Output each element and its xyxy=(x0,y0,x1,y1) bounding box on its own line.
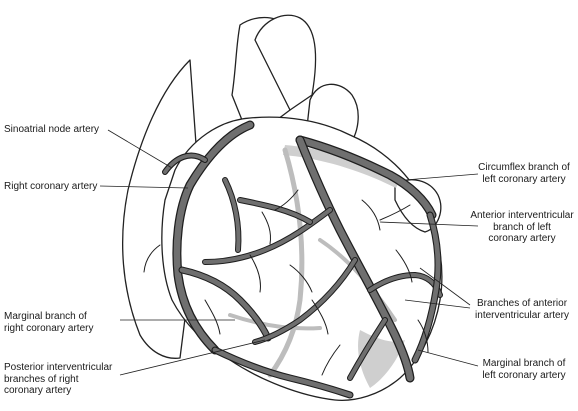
vein-anterior xyxy=(267,147,305,378)
leader-right-coronary xyxy=(99,185,189,189)
anterior-interventricular xyxy=(296,136,414,382)
leader-marginal-left xyxy=(417,349,479,367)
label-marginal-branch-right: Marginal branch of right coronary artery xyxy=(4,311,94,334)
shade-atrioventricular-groove xyxy=(283,145,400,188)
label-anterior-interventricular: Anterior interventricular branch of left… xyxy=(470,210,574,244)
central-branch-2 xyxy=(223,178,241,252)
twig-11 xyxy=(143,244,161,273)
label-circumflex-branch: Circumflex branch of left coronary arter… xyxy=(478,162,570,185)
leader-circumflex xyxy=(404,173,479,181)
twig-3 xyxy=(249,254,261,293)
coronary-arteries xyxy=(162,120,443,399)
label-posterior-interventricular: Posterior interventricular branches of r… xyxy=(4,362,113,396)
marginal-branch-left xyxy=(412,212,441,363)
twig-5 xyxy=(361,199,381,231)
diagonal-branch-2 xyxy=(253,258,357,344)
posterior-interventricular xyxy=(212,347,353,398)
leader-branches-anterior-2 xyxy=(404,299,471,309)
label-right-coronary-artery: Right coronary artery xyxy=(4,181,98,192)
label-marginal-branch-left: Marginal branch of left coronary artery xyxy=(482,358,566,381)
twig-6 xyxy=(379,204,411,221)
sinoatrial-node-artery xyxy=(163,153,207,174)
twig-8 xyxy=(321,344,341,376)
marginal-branch-right xyxy=(179,267,271,341)
right-coronary-artery xyxy=(173,121,254,354)
lad-branch-lower xyxy=(348,318,387,380)
leader-anterior-interventricular xyxy=(379,221,479,227)
label-branches-anterior-interventricular: Branches of anterior interventricular ar… xyxy=(475,298,569,321)
leader-branches-anterior-1 xyxy=(419,267,471,306)
label-sinoatrial-node-artery: Sinoatrial node artery xyxy=(4,124,100,135)
twig-1 xyxy=(261,211,271,245)
vein-lower xyxy=(228,313,322,331)
twig-10 xyxy=(417,319,429,353)
circumflex-branch xyxy=(296,136,436,219)
leader-posterior-interventricular xyxy=(119,339,266,376)
aortic-arch xyxy=(254,14,317,111)
leader-sinoatrial xyxy=(107,129,173,169)
diagonal-branch-1 xyxy=(203,208,332,264)
twig-2 xyxy=(274,189,299,211)
twig-7 xyxy=(395,249,413,283)
central-branch xyxy=(238,198,312,224)
twig-9 xyxy=(204,299,221,335)
small-branches xyxy=(143,189,429,376)
leader-lines xyxy=(99,129,479,376)
twig-4 xyxy=(311,299,329,335)
twig-12 xyxy=(289,264,313,293)
